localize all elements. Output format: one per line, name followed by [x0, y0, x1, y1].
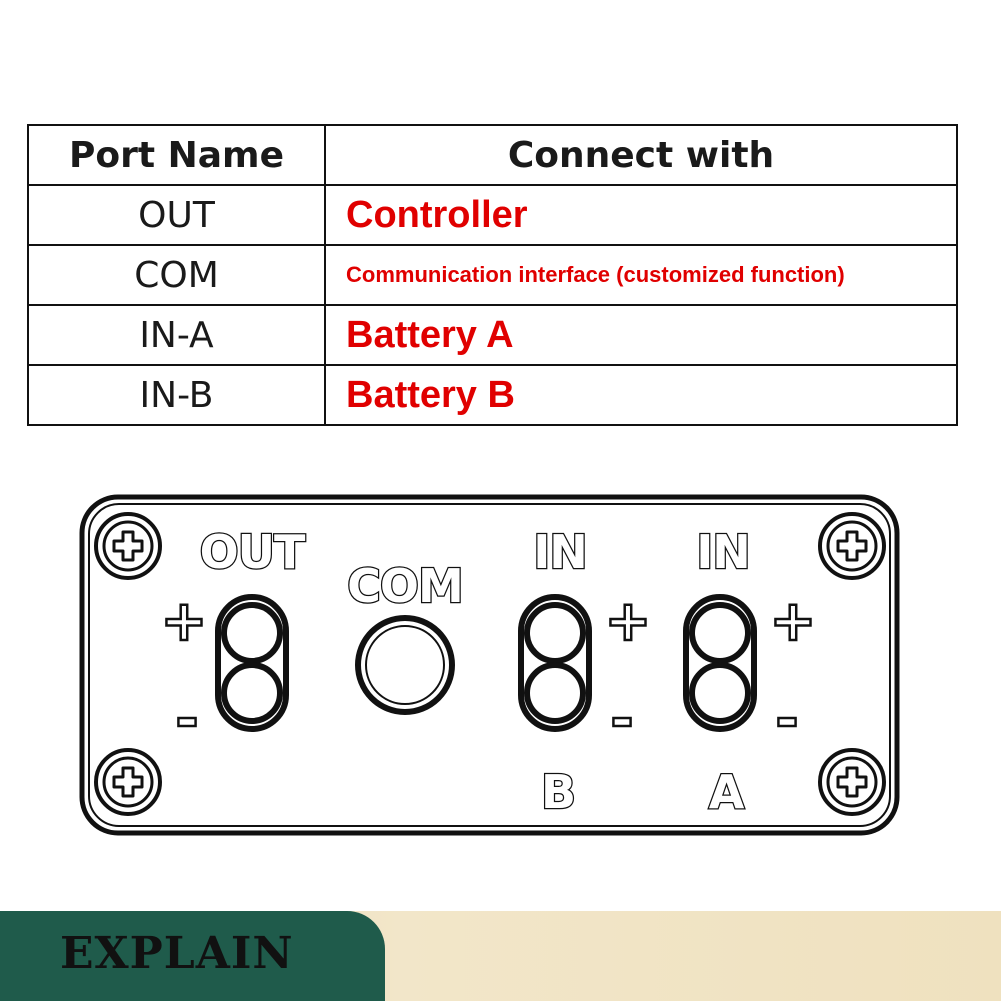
- table-row: OUT Controller: [27, 184, 958, 246]
- table-row: COM Communication interface (customized …: [27, 244, 958, 306]
- screw-icon: [818, 512, 886, 580]
- in-b-plus-label: +: [605, 589, 652, 654]
- table-header-row: Port Name Connect with: [27, 124, 958, 186]
- port-table: Port Name Connect with OUT Controller CO…: [27, 124, 958, 426]
- port-name-cell: COM: [27, 244, 326, 306]
- connect-cell: Battery A: [324, 304, 958, 366]
- screw-icon: [94, 512, 162, 580]
- header-port-name: Port Name: [27, 124, 326, 186]
- in-a-minus-label: -: [775, 687, 798, 752]
- panel-inner-outline: [88, 503, 891, 827]
- table-row: IN-B Battery B: [27, 364, 958, 426]
- connect-cell: Communication interface (customized func…: [324, 244, 958, 306]
- connect-cell: Battery B: [324, 364, 958, 426]
- port-name-cell: OUT: [27, 184, 326, 246]
- port-name-cell: IN-A: [27, 304, 326, 366]
- table-row: IN-A Battery A: [27, 304, 958, 366]
- explain-tab: [0, 911, 385, 1001]
- explain-label: EXPLAIN: [60, 928, 294, 979]
- a-label: A: [709, 765, 745, 819]
- out-minus-label: -: [175, 687, 198, 752]
- in-b-terminal: [521, 597, 589, 729]
- in-b-label: IN: [533, 525, 587, 579]
- in-a-plus-label: +: [770, 589, 817, 654]
- panel-outline: [79, 494, 900, 836]
- port-name-cell: IN-B: [27, 364, 326, 426]
- com-label: COM: [347, 559, 463, 613]
- out-label: OUT: [200, 525, 306, 579]
- panel-diagram: OUT + - COM IN + - B IN + - A: [79, 494, 900, 836]
- in-a-terminal: [686, 597, 754, 729]
- header-connect-with: Connect with: [324, 124, 958, 186]
- connect-cell: Controller: [324, 184, 958, 246]
- screw-icon: [818, 748, 886, 816]
- screw-icon: [94, 748, 162, 816]
- out-plus-label: +: [161, 589, 208, 654]
- b-label: B: [541, 765, 575, 819]
- com-port: [355, 615, 455, 715]
- in-b-minus-label: -: [610, 687, 633, 752]
- out-terminal: [218, 597, 286, 729]
- in-a-label: IN: [696, 525, 750, 579]
